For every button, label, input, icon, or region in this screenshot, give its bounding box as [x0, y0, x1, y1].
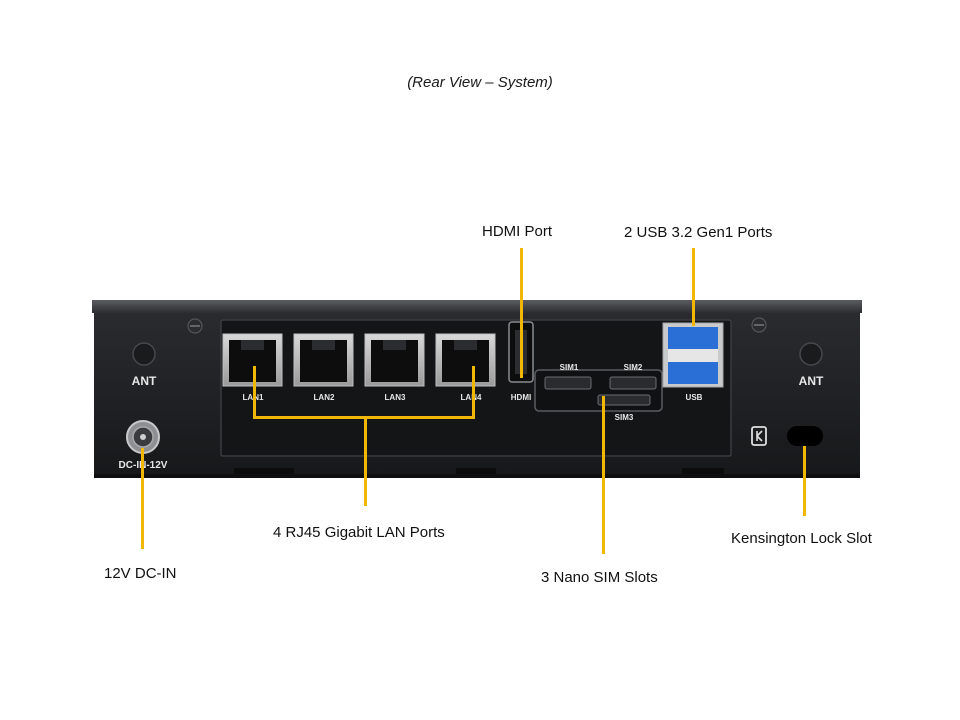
- sim-slot-cluster: [534, 369, 663, 412]
- kensington-lock-slot: [787, 426, 823, 446]
- lan-callout: 4 RJ45 Gigabit LAN Ports: [273, 524, 445, 541]
- lan-leader-right: [472, 366, 475, 418]
- lan4-label: LAN4: [461, 393, 482, 402]
- sim1-label: SIM1: [560, 363, 579, 372]
- sim-leader: [602, 396, 605, 554]
- kensington-callout: Kensington Lock Slot: [731, 530, 872, 547]
- lan-leader-stem: [364, 416, 367, 506]
- usb-ports: [662, 322, 724, 388]
- lan-port-4: [435, 333, 496, 387]
- ant-left-label: ANT: [132, 374, 157, 388]
- antenna-hole-right: [799, 342, 823, 366]
- lan-port-3: [364, 333, 425, 387]
- screw-icon: [751, 317, 767, 333]
- lock-icon: [751, 426, 767, 446]
- lan3-label: LAN3: [385, 393, 406, 402]
- lan-leader-left: [253, 366, 256, 418]
- sim2-label: SIM2: [624, 363, 643, 372]
- hdmi-leader: [520, 248, 523, 378]
- usb-callout: 2 USB 3.2 Gen1 Ports: [624, 224, 773, 241]
- usb-leader: [692, 248, 695, 326]
- chassis: [92, 300, 862, 478]
- sim3-label: SIM3: [615, 413, 634, 422]
- ant-right-label: ANT: [799, 374, 824, 388]
- lan-port-2: [293, 333, 354, 387]
- lan2-label: LAN2: [314, 393, 335, 402]
- hdmi-label: HDMI: [511, 393, 531, 402]
- figure-caption: (Rear View – System): [407, 74, 553, 91]
- usb-label: USB: [686, 393, 703, 402]
- antenna-hole-left: [132, 342, 156, 366]
- lan-port-1: [222, 333, 283, 387]
- dcin-callout: 12V DC-IN: [104, 565, 177, 582]
- dc-in-jack: [126, 420, 160, 454]
- dcin-leader: [141, 448, 144, 549]
- screw-icon: [187, 318, 203, 334]
- kensington-leader: [803, 446, 806, 516]
- hdmi-callout: HDMI Port: [482, 223, 553, 240]
- sim-callout: 3 Nano SIM Slots: [541, 569, 658, 586]
